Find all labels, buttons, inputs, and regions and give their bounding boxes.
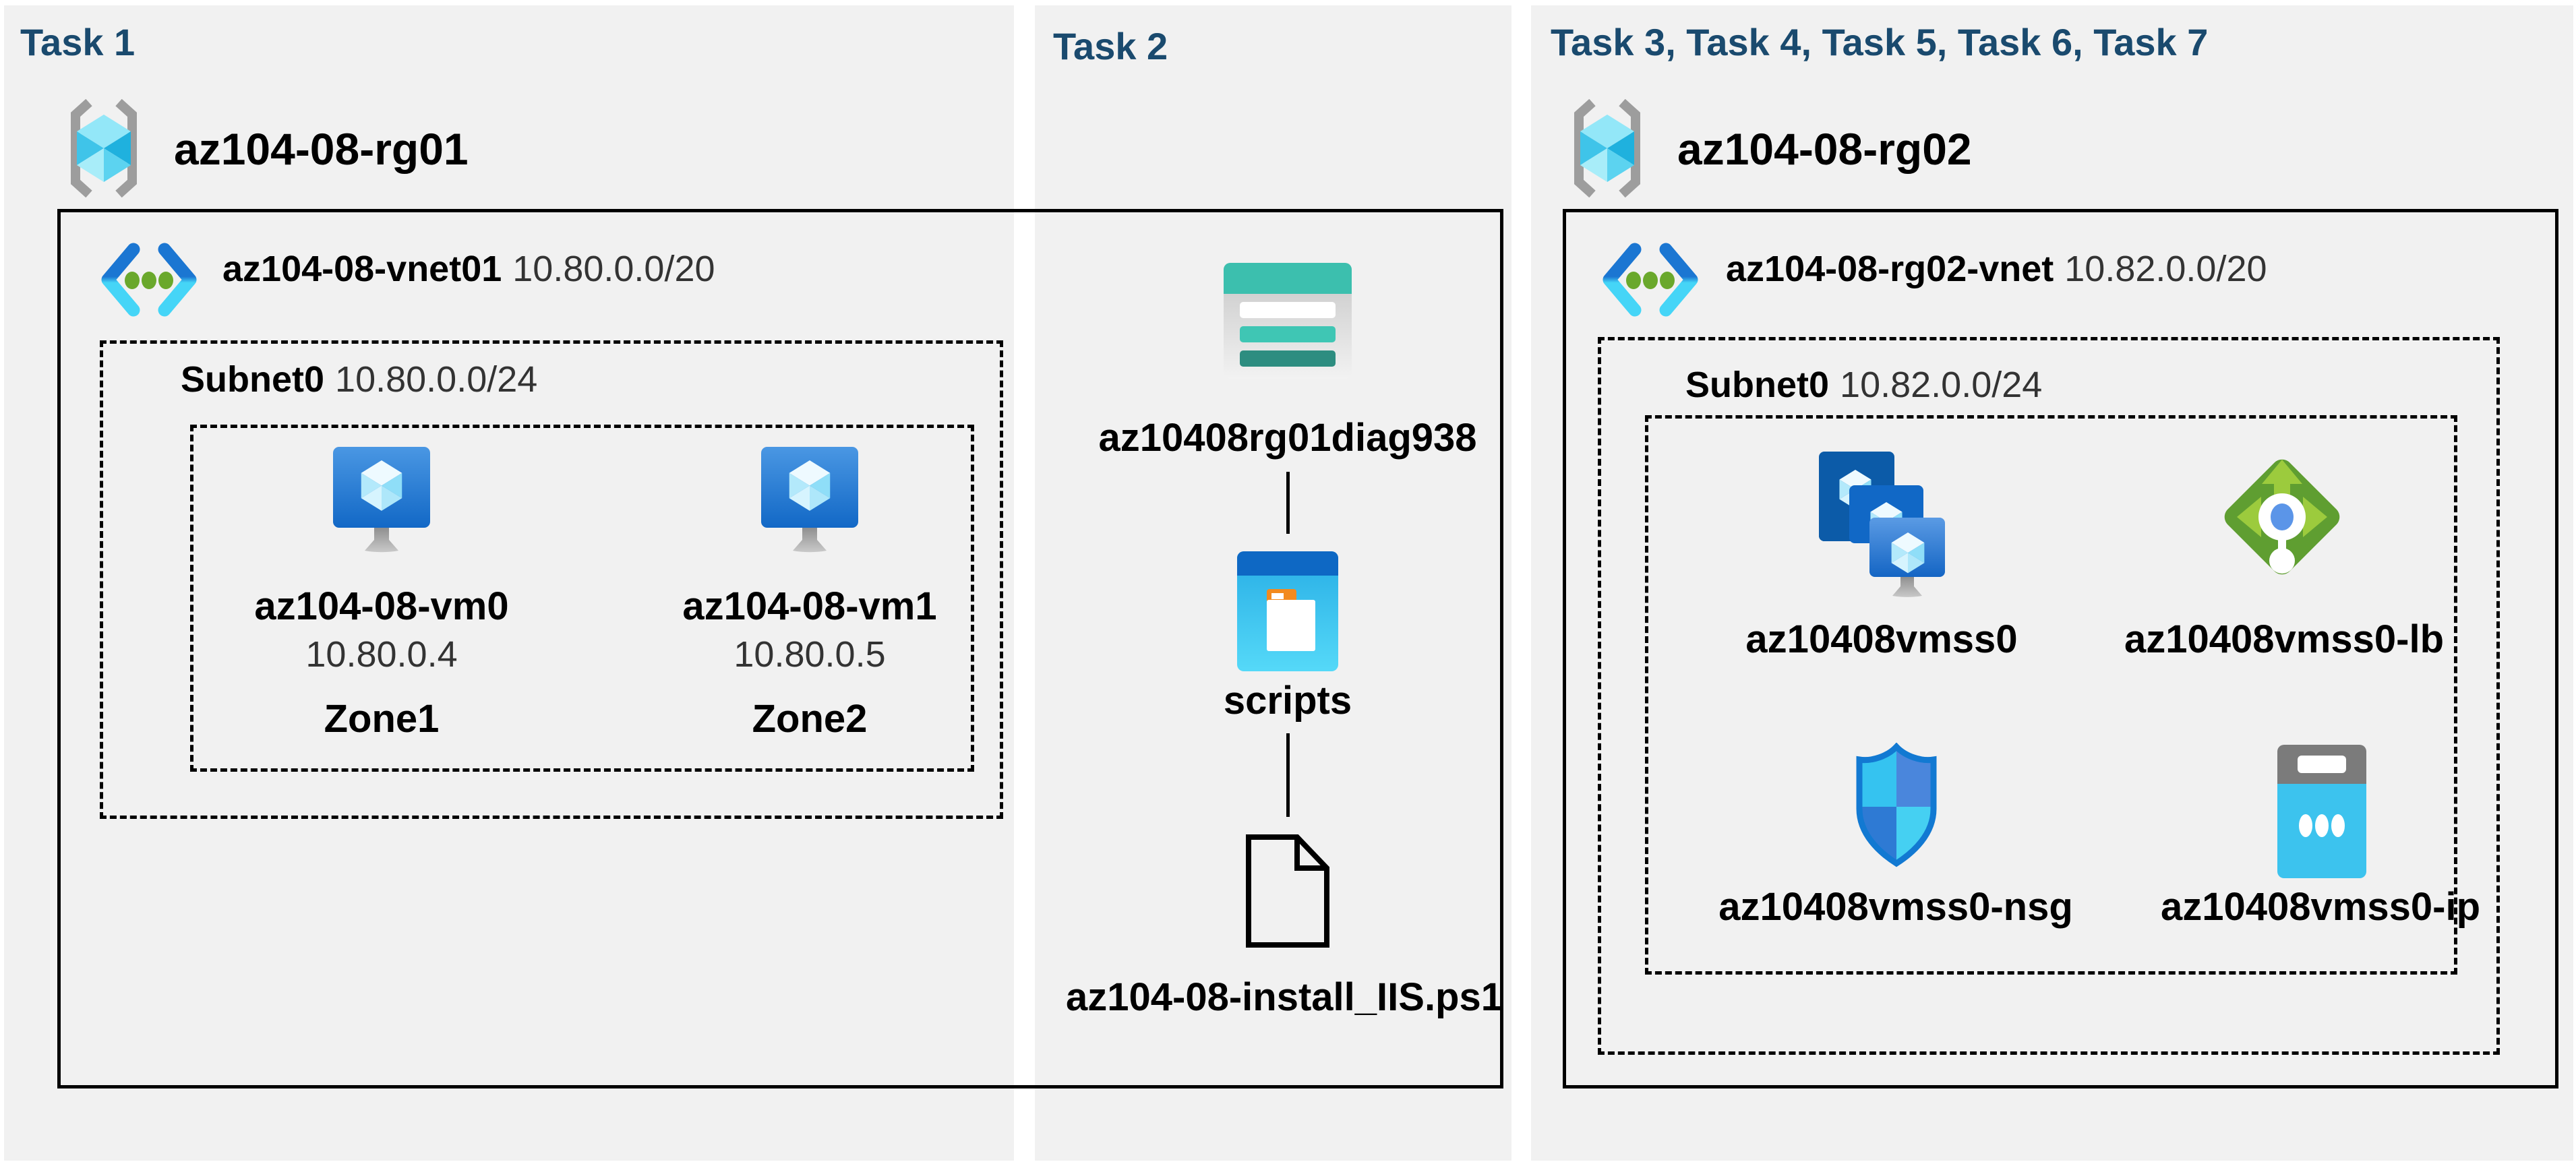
task3-header: Task 3, Task 4, Task 5, Task 6, Task 7 (1551, 21, 2209, 63)
virtual-network-icon (98, 243, 200, 317)
blob-container-icon (1237, 551, 1338, 671)
subnet2-name: Subnet0 (1685, 365, 1830, 405)
connector-storage-to-container (1286, 472, 1290, 534)
public-ip-icon (2277, 745, 2366, 878)
vnet1-cidr: 10.80.0.0/20 (512, 249, 715, 289)
vm-ip: 10.80.0.4 (305, 634, 458, 675)
resource-group-name: az104-08-rg01 (174, 124, 469, 174)
vnet2-cidr: 10.82.0.0/20 (2064, 249, 2267, 289)
resource-name: az10408vmss0-ip (2161, 885, 2480, 929)
vm-scale-set-icon (1819, 452, 1947, 601)
resource-name: az10408vmss0 (1745, 617, 2018, 661)
storage-account-name: az10408rg01diag938 (1098, 416, 1477, 460)
task2-header: Task 2 (1053, 25, 1168, 67)
subnet1-cidr: 10.80.0.0/24 (335, 359, 538, 400)
storage-account-icon (1224, 263, 1352, 379)
vnet2-name: az104-08-rg02-vnet (1726, 249, 2054, 289)
connector-container-to-file (1286, 733, 1290, 817)
resource-group-icon (59, 99, 148, 197)
network-security-group-icon (1853, 743, 1940, 868)
resource-name: az10408vmss0-lb (2124, 617, 2444, 661)
subnet2-cidr: 10.82.0.0/24 (1840, 365, 2043, 405)
load-balancer-icon (2220, 445, 2344, 589)
virtual-machine-icon (332, 446, 431, 558)
container-name: scripts (1223, 679, 1352, 723)
virtual-machine-icon (760, 446, 859, 558)
task3-panel (1531, 5, 2573, 1161)
resource-group-icon (1563, 99, 1652, 197)
vm-zone: Zone2 (752, 697, 868, 741)
task1-header: Task 1 (20, 21, 136, 63)
vm-group-boundary (190, 425, 974, 772)
vm-zone: Zone1 (324, 697, 440, 741)
vm-name: az104-08-vm1 (682, 584, 937, 628)
task1-panel (4, 5, 1014, 1161)
vm-ip: 10.80.0.5 (733, 634, 886, 675)
subnet2-boundary (1598, 337, 2500, 1055)
vm-name: az104-08-vm0 (254, 584, 509, 628)
virtual-network-icon (1600, 243, 1701, 317)
script-file-name: az104-08-install_IIS.ps1 (1066, 975, 1503, 1019)
vnet2-boundary (1563, 209, 2558, 1088)
vnet1-name: az104-08-vnet01 (222, 249, 502, 289)
script-file-icon (1246, 834, 1329, 948)
vnet1-boundary (57, 209, 1503, 1088)
subnet1-name: Subnet0 (181, 359, 325, 400)
resource-group-name: az104-08-rg02 (1677, 124, 1972, 174)
resource-name: az10408vmss0-nsg (1718, 885, 2073, 929)
vmss-group-boundary (1645, 415, 2457, 975)
subnet1-boundary (100, 340, 1003, 819)
